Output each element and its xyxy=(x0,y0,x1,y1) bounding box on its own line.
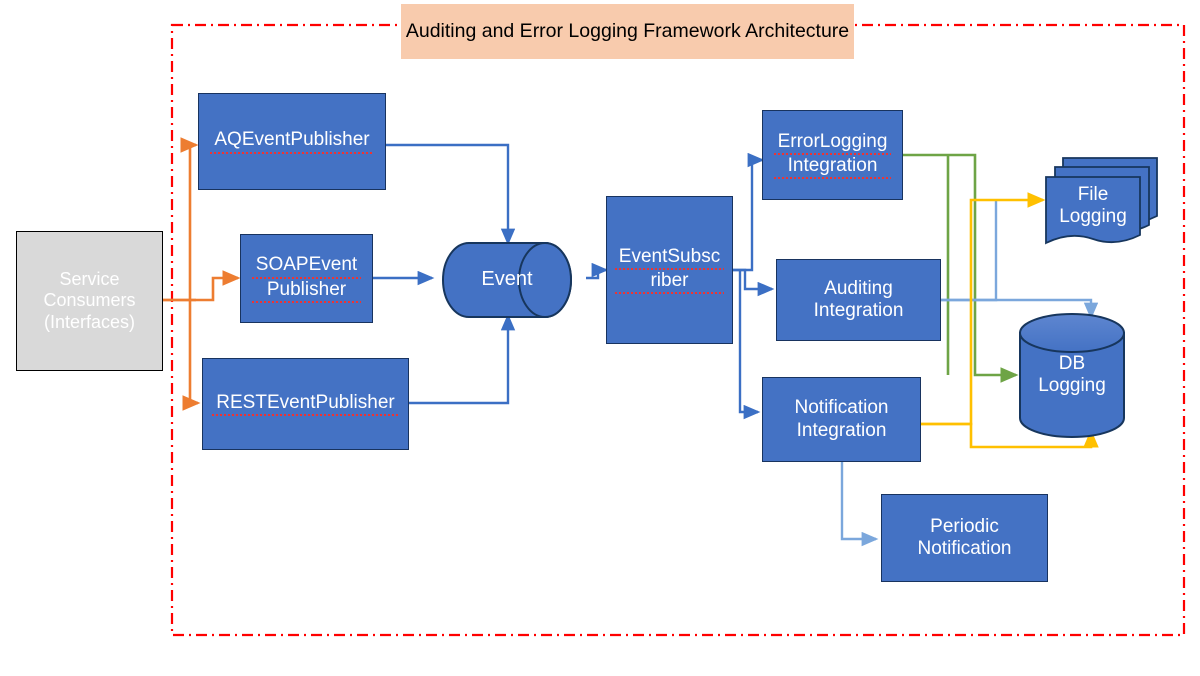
file-logging-label: File Logging xyxy=(1059,183,1127,227)
file-logging-documents-shape xyxy=(1045,157,1158,245)
edge-errorlogging-to-db xyxy=(903,153,1019,383)
node-error-logging-integration[interactable]: ErrorLogging Integration xyxy=(762,110,903,200)
edge-publishers-to-event xyxy=(373,143,516,405)
node-file-logging[interactable]: File Logging xyxy=(1046,177,1140,235)
node-soap-event-publisher[interactable]: SOAPEvent Publisher xyxy=(240,234,373,323)
node-service-consumers[interactable]: Service Consumers (Interfaces) xyxy=(16,231,163,371)
event-cylinder-shape xyxy=(442,242,572,318)
service-consumers-label: Service Consumers (Interfaces) xyxy=(43,269,136,332)
edge-subscriber-to-integrations xyxy=(733,152,775,420)
node-db-logging[interactable]: DB Logging xyxy=(1020,352,1124,398)
edge-auditing-to-logging xyxy=(941,200,1099,320)
edge-consumers-to-publishers xyxy=(163,137,241,411)
edge-notification-to-periodic xyxy=(840,462,879,547)
event-subscriber-label: EventSubsc riber xyxy=(614,245,725,295)
db-logging-cylinder-shape xyxy=(1019,313,1125,438)
node-periodic-notification[interactable]: Periodic Notification xyxy=(881,494,1048,582)
auditing-integration-label: Auditing Integration xyxy=(813,277,904,321)
node-aq-event-publisher[interactable]: AQEventPublisher xyxy=(198,93,386,190)
page-title: Auditing and Error Logging Framework Arc… xyxy=(405,20,850,43)
edge-event-to-subscriber xyxy=(586,262,609,280)
node-notification-integration[interactable]: Notification Integration xyxy=(762,377,921,462)
node-event[interactable]: Event xyxy=(469,243,545,317)
aq-event-publisher-label: AQEventPublisher xyxy=(210,129,374,154)
rest-event-publisher-label: RESTEventPublisher xyxy=(212,391,399,417)
soap-event-publisher-label: SOAPEvent Publisher xyxy=(251,254,362,303)
node-auditing-integration[interactable]: Auditing Integration xyxy=(776,259,941,341)
notification-integration-label: Notification Integration xyxy=(794,397,889,441)
event-label: Event xyxy=(481,268,533,291)
periodic-notification-label: Periodic Notification xyxy=(917,515,1012,559)
node-event-subscriber[interactable]: EventSubsc riber xyxy=(606,196,733,344)
db-logging-label: DB Logging xyxy=(1038,352,1106,396)
edge-notification-to-logging xyxy=(921,192,1099,449)
error-logging-integration-label: ErrorLogging Integration xyxy=(773,130,892,180)
diagram-title-banner: Auditing and Error Logging Framework Arc… xyxy=(401,4,854,59)
node-rest-event-publisher[interactable]: RESTEventPublisher xyxy=(202,358,409,450)
